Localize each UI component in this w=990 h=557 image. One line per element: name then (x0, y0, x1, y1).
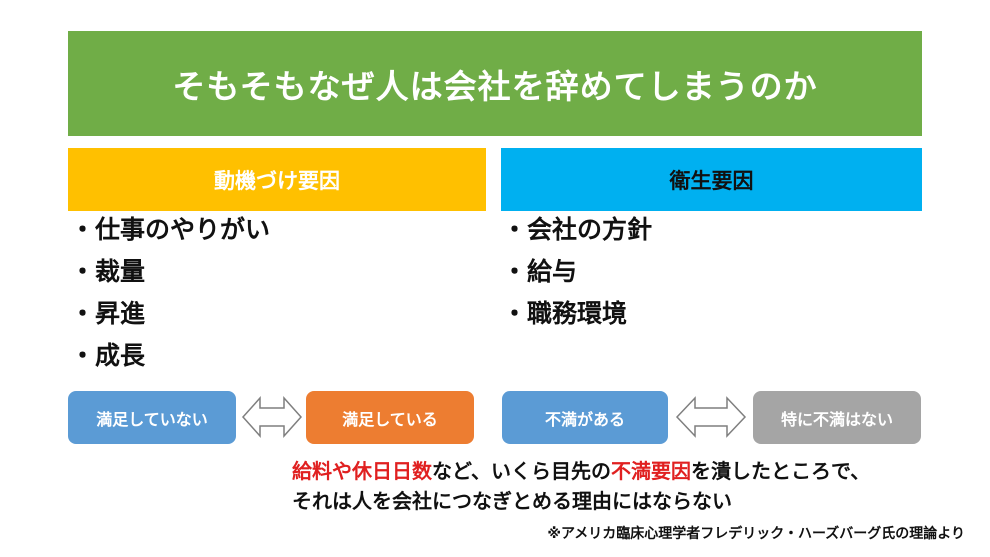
bullet-icon: ・ (70, 299, 96, 328)
highlight-dissatisfaction-factors: 不満要因 (611, 459, 691, 483)
highlight-pay-holidays: 給料や休日日数 (292, 459, 432, 483)
double-arrow-icon (241, 396, 303, 438)
state-not-satisfied-label: 満足していない (96, 409, 208, 429)
list-item: ・裁量 (70, 251, 270, 293)
bullet-icon: ・ (502, 215, 528, 244)
list-item: ・昇進 (70, 293, 270, 335)
page-title: そもそもなぜ人は会社を辞めてしまうのか (172, 66, 818, 106)
list-item: ・成長 (70, 335, 270, 377)
source-note-text: ※アメリカ臨床心理学者フレデリック・ハーズバーグ氏の理論より (547, 526, 965, 542)
list-item-label: 職務環境 (527, 299, 628, 328)
hygiene-factors-header: 衛生要因 (501, 148, 922, 211)
state-no-dissatisfaction: 特に不満はない (753, 391, 921, 444)
state-dissatisfied: 不満がある (502, 391, 668, 444)
state-satisfied-label: 満足している (342, 409, 438, 429)
list-item: ・職務環境 (502, 293, 652, 335)
conclusion-line-1: 給料や休日日数など、いくら目先の不満要因を潰したところで、 (292, 455, 952, 484)
list-item: ・仕事のやりがい (70, 209, 270, 251)
bullet-icon: ・ (70, 341, 96, 370)
hygiene-factors-header-label: 衛生要因 (669, 168, 754, 193)
conclusion-line-2: それは人を会社につなぎとめる理由にはならない (292, 485, 952, 514)
list-item: ・会社の方針 (502, 209, 652, 251)
note-text: など、いくら目先の (432, 459, 611, 483)
bullet-icon: ・ (502, 257, 528, 286)
list-item-label: 裁量 (95, 257, 146, 286)
state-dissatisfied-label: 不満がある (544, 409, 625, 429)
bullet-icon: ・ (502, 299, 528, 328)
list-item-label: 仕事のやりがい (95, 215, 271, 244)
bullet-icon: ・ (70, 215, 96, 244)
list-item-label: 給与 (527, 257, 578, 286)
motivation-factors-header: 動機づけ要因 (68, 148, 486, 211)
note-text: それは人を会社につなぎとめる理由にはならない (292, 489, 732, 513)
list-item: ・給与 (502, 251, 652, 293)
source-note: ※アメリカ臨床心理学者フレデリック・ハーズバーグ氏の理論より (547, 523, 965, 543)
state-satisfied: 満足している (306, 391, 474, 444)
state-no-dissatisfaction-label: 特に不満はない (780, 409, 893, 429)
list-item-label: 成長 (95, 341, 146, 370)
list-item-label: 会社の方針 (527, 215, 653, 244)
state-not-satisfied: 満足していない (68, 391, 236, 444)
motivation-factors-header-label: 動機づけ要因 (214, 168, 340, 193)
bullet-icon: ・ (70, 257, 96, 286)
double-arrow-icon (675, 396, 747, 438)
hygiene-factors-list: ・会社の方針 ・給与 ・職務環境 (502, 209, 652, 335)
list-item-label: 昇進 (95, 299, 146, 328)
note-text: を潰したところで、 (691, 459, 871, 483)
title-banner: そもそもなぜ人は会社を辞めてしまうのか (68, 31, 922, 136)
motivation-factors-list: ・仕事のやりがい ・裁量 ・昇進 ・成長 (70, 209, 270, 377)
